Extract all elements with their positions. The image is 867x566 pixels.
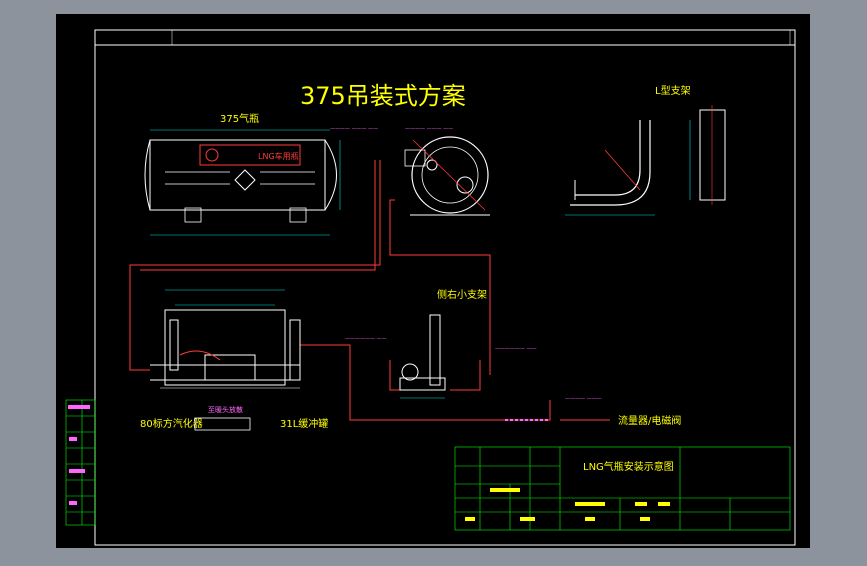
logo-emblem-icon [205, 148, 219, 162]
title-block [454, 446, 791, 531]
outlet-label: 流量器/电磁阀 [618, 414, 681, 427]
vaporizer-label: 80标方汽化器 [140, 417, 203, 430]
bracket-note-2: —————— —— [495, 346, 537, 352]
titleblock-title: LNG气瓶安装示意图 [583, 460, 674, 473]
bracket-note-1: —————— —— [345, 336, 387, 342]
drawing-title: 375吊装式方案 [300, 82, 466, 110]
side-bracket-label: 侧右小支架 [437, 288, 487, 301]
outlet-note: ———— ——— [565, 396, 602, 402]
buffer-tank-label: 31L缓冲罐 [280, 417, 328, 430]
side-bracket: 侧右小支架 —————— —— —————— —— [345, 288, 537, 399]
revision-strip [65, 399, 96, 526]
pipe-network [129, 160, 610, 421]
revision-marks [68, 405, 90, 505]
drawing-sheet [56, 14, 810, 548]
titleblock-marks [465, 488, 670, 521]
l-bracket: L型支架 [565, 84, 726, 216]
lng-cylinder: 375气瓶 LNG车用瓶 [144, 112, 341, 236]
bracket-label: L型支架 [655, 84, 691, 97]
valve-note-1: ———— ——— —— [330, 126, 378, 132]
heating-label: 至暖头放散 [208, 405, 243, 414]
hazard-diamond-icon [234, 169, 256, 191]
cylinder-label: 375气瓶 [220, 112, 259, 125]
lng-logo: LNG车用瓶 [258, 151, 299, 161]
frame-topstrip [171, 29, 791, 46]
outlet-assembly: 流量器/电磁阀 ———— ——— [505, 396, 681, 427]
valve-assembly: ———— ——— —— ———— ——— —— [330, 126, 490, 216]
valve-note-2: ———— ——— —— [405, 126, 453, 132]
vaporizer: 80标方汽化器 31L缓冲罐 至暖头放散 [140, 289, 328, 431]
